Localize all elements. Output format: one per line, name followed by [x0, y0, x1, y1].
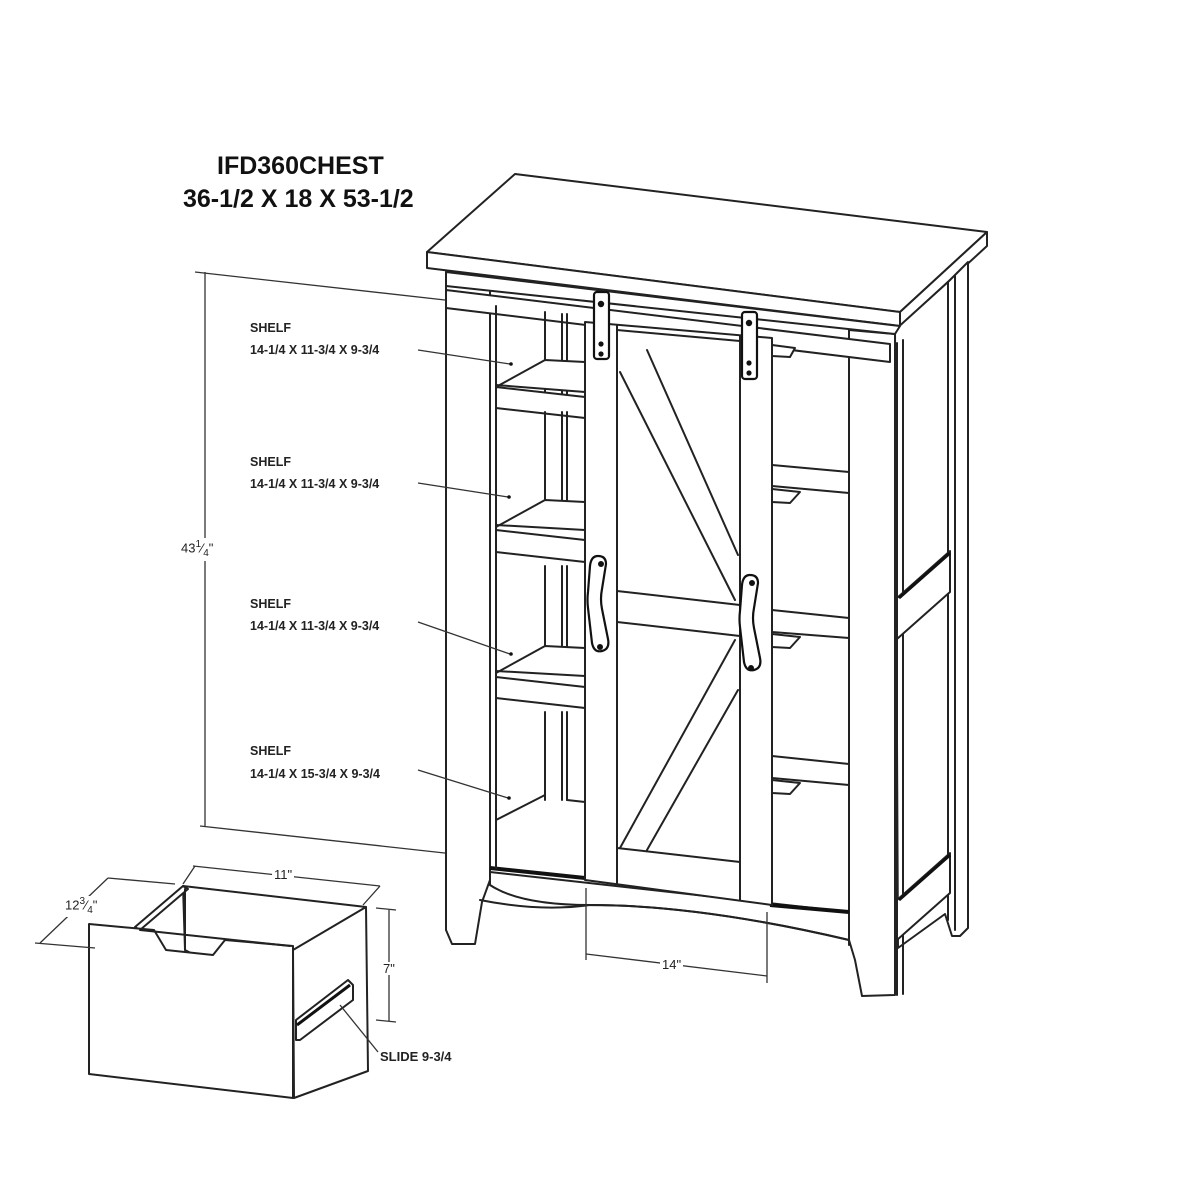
- shelf-1-label: SHELF: [250, 321, 291, 335]
- slide-leader: [339, 1004, 379, 1053]
- interior-height-label: 431⁄4": [180, 538, 215, 561]
- right-compartment: [771, 344, 850, 906]
- drawer-depth-denominator: 4: [87, 904, 93, 916]
- shelf-2-dimensions: 14-1/4 X 11-3/4 X 9-3/4: [250, 477, 380, 491]
- shelf-3-dimensions: 14-1/4 X 11-3/4 X 9-3/4: [250, 619, 380, 633]
- drawer-width-label: 11": [272, 867, 295, 882]
- drawer-depth-whole: 12: [65, 897, 80, 913]
- model-title: IFD360CHEST: [217, 152, 384, 180]
- front-frame: [445, 271, 901, 997]
- door-hanger-right: [740, 310, 759, 381]
- door-handle-right: [738, 573, 762, 672]
- drawer: [88, 885, 369, 1099]
- shelf-leaders: [417, 349, 513, 800]
- shelf-4-label: SHELF: [250, 744, 291, 758]
- shelf-4-dimensions: 14-1/4 X 15-3/4 X 9-3/4: [250, 767, 380, 781]
- right-side-panel: [894, 261, 969, 996]
- shelf-2-label: SHELF: [250, 455, 291, 469]
- interior-height-unit: ": [208, 540, 214, 556]
- drawer-depth-unit: ": [92, 897, 98, 913]
- door-hanger-left: [592, 290, 611, 361]
- left-compartment: [495, 305, 586, 869]
- drawer-depth-numerator: 3: [79, 896, 86, 907]
- shelf-3-label: SHELF: [250, 597, 291, 611]
- interior-height-denominator: 4: [203, 547, 209, 559]
- barn-door: [584, 321, 773, 906]
- interior-height-whole: 43: [181, 540, 196, 556]
- drawer-height-label: 7": [381, 961, 397, 976]
- slide-callout: SLIDE 9-3/4: [380, 1049, 452, 1064]
- door-width-label: 14": [660, 957, 684, 972]
- drawer-depth-label: 123⁄4": [64, 896, 99, 917]
- interior-height-numerator: 1: [195, 539, 202, 550]
- overall-dimensions: 36-1/2 X 18 X 53-1/2: [183, 185, 414, 213]
- door-handle-left: [586, 554, 610, 653]
- shelf-1-dimensions: 14-1/4 X 11-3/4 X 9-3/4: [250, 343, 380, 357]
